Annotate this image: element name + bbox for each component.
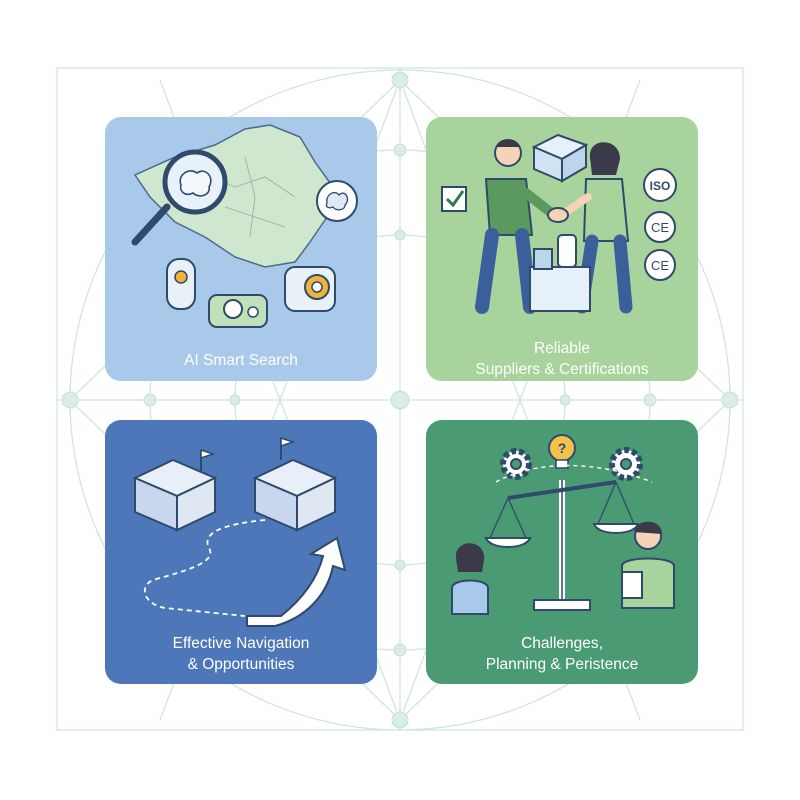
panel-caption: Challenges, Planning & Peristence: [426, 633, 698, 675]
caption-line-2: Planning & Peristence: [485, 656, 639, 673]
ai-chip-icon: [316, 180, 358, 222]
caption-line-1: Reliable: [533, 340, 590, 357]
gear-icon: [500, 448, 532, 480]
person-man-icon: [621, 521, 675, 609]
ce-badge-2: CE: [644, 249, 676, 281]
caption-line-1: Effective Navigation: [172, 635, 310, 652]
lightbulb-question-icon: ?: [548, 434, 576, 469]
caption-line-1: Challenges,: [521, 635, 603, 652]
svg-text:CE: CE: [651, 258, 669, 273]
caption-line-2: & Opportunities: [187, 656, 295, 673]
caption-line-1: AI Smart Search: [184, 352, 298, 369]
person-woman-icon: [451, 543, 489, 615]
balance-scale-icon: [484, 480, 640, 611]
dashed-path-icon: [143, 519, 266, 617]
scanner-device-icon: [166, 258, 196, 310]
growth-arrow-icon: [246, 536, 347, 627]
svg-text:?: ?: [558, 440, 567, 456]
gear-icon: [609, 447, 643, 481]
product-crate-icon: [529, 234, 591, 312]
panel-caption: Reliable Suppliers & Certifications: [426, 338, 698, 380]
handshake-icon: [547, 207, 569, 223]
svg-text:CE: CE: [651, 220, 669, 235]
trade-booth-icon: [252, 436, 338, 532]
projector-device-icon: [208, 294, 268, 328]
china-map-icon: [133, 124, 334, 268]
svg-text:ISO: ISO: [650, 179, 671, 193]
panel-ai-smart-search: AI Smart Search: [105, 117, 377, 381]
tape-device-icon: [284, 266, 336, 312]
panel-caption: AI Smart Search: [105, 350, 377, 371]
panel-reliable-suppliers: ISO CE CE Reliable Suppliers & Certifica…: [426, 117, 698, 381]
iso-badge: ISO: [643, 168, 677, 202]
caption-line-2: Suppliers & Certifications: [475, 361, 649, 378]
panel-effective-navigation: Effective Navigation & Opportunities: [105, 420, 377, 684]
panel-challenges-planning: ? Challenges, Pla: [426, 420, 698, 684]
magnifier-brain-icon: [131, 149, 228, 246]
panel-caption: Effective Navigation & Opportunities: [105, 633, 377, 675]
ce-badge-1: CE: [644, 211, 676, 243]
trade-booth-icon: [132, 448, 218, 532]
checkbox-icon: [441, 186, 467, 212]
box-icon: [531, 133, 589, 183]
